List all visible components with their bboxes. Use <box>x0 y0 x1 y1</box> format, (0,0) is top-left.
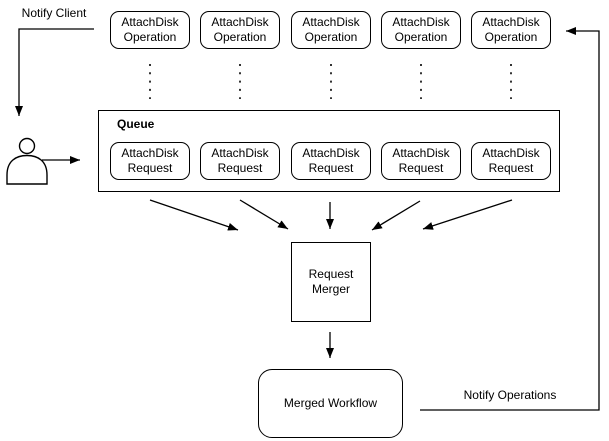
request-to-merger-arrow-1 <box>149 199 239 231</box>
attachdisk-operation-node: AttachDisk Operation <box>381 11 461 49</box>
attachdisk-operation-node: AttachDisk Operation <box>200 11 280 49</box>
request-merger-node: Request Merger <box>291 242 371 322</box>
queue-title: Queue <box>117 117 155 131</box>
attachdisk-request-node: AttachDisk Request <box>200 142 280 180</box>
notify-client-label: Notify Client <box>21 6 87 20</box>
request-to-merger-arrow-2 <box>239 199 289 230</box>
notify-operations-connector <box>420 27 600 411</box>
attachdisk-request-node: AttachDisk Request <box>471 142 551 180</box>
attachdisk-request-node: AttachDisk Request <box>381 142 461 180</box>
notify-client-connector <box>15 28 94 116</box>
queue-container: Queue <box>98 110 560 192</box>
user-actor-icon <box>6 137 48 185</box>
attachdisk-operation-node: AttachDisk Operation <box>110 11 190 49</box>
actor-body <box>6 154 48 185</box>
request-to-merger-arrow-4 <box>371 200 421 231</box>
attachdisk-operation-node: AttachDisk Operation <box>471 11 551 49</box>
attachdisk-request-node: AttachDisk Request <box>110 142 190 180</box>
request-to-merger-arrow-5 <box>422 199 513 230</box>
merged-workflow-node: Merged Workflow <box>258 369 403 438</box>
notify-operations-label: Notify Operations <box>463 388 557 402</box>
attachdisk-operation-node: AttachDisk Operation <box>291 11 371 49</box>
actor-head <box>18 137 36 155</box>
attachdisk-request-node: AttachDisk Request <box>291 142 371 180</box>
